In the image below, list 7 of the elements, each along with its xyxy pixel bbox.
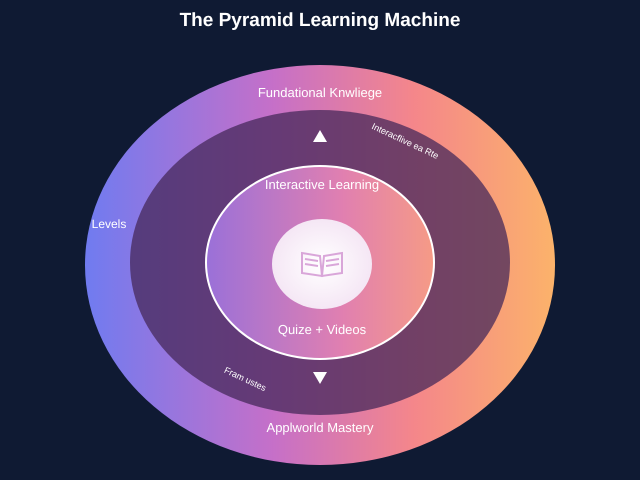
ring-label: Applworld Mastery <box>266 420 374 435</box>
ring-label: Levels <box>90 217 128 232</box>
ring-label: Fram ustes <box>222 364 269 396</box>
ring-label: Interactive Learning <box>264 177 380 192</box>
diagram-title: The Pyramid Learning Machine <box>178 10 462 32</box>
ring-label: Quize + Videos <box>276 322 368 337</box>
ring-label: Fundational Knwliege <box>256 85 384 100</box>
